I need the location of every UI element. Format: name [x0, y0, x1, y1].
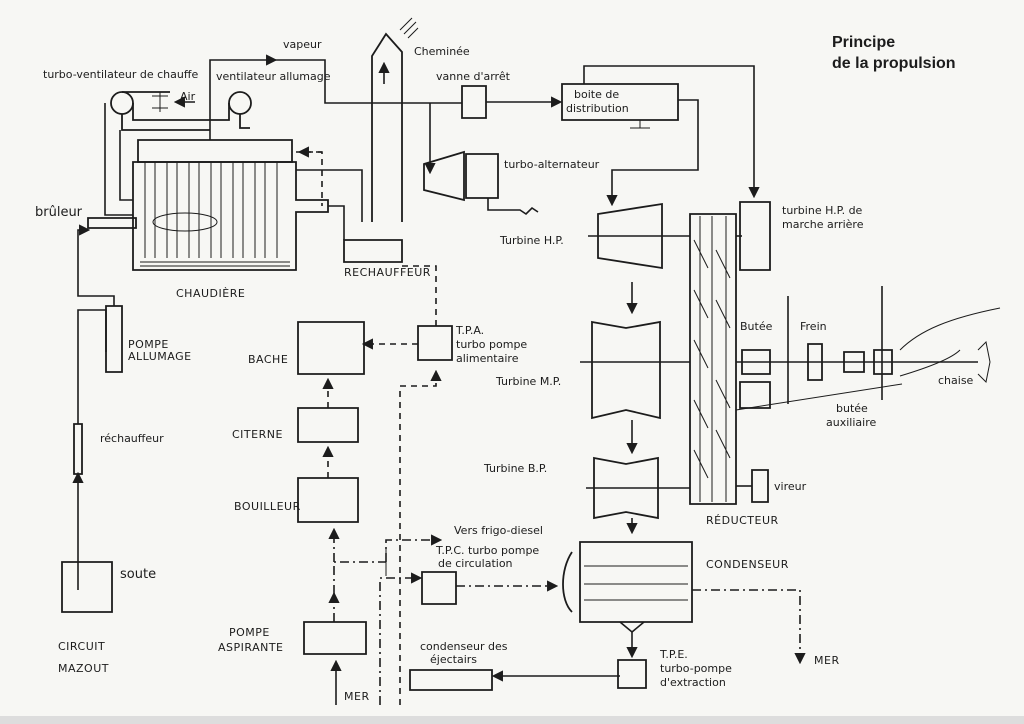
- turbine-hp-label: Turbine H.P.: [499, 234, 564, 247]
- condenseur-ejectairs: [409, 669, 493, 691]
- tpa-label2: turbo pompe: [456, 338, 527, 351]
- tpa-label1: T.P.A.: [455, 324, 484, 337]
- ventilateur-allumage-label: ventilateur allumage: [216, 70, 331, 83]
- circuit-label2: MAZOUT: [58, 662, 109, 675]
- bouilleur-label: BOUILLEUR: [234, 500, 301, 513]
- pompe-aspirante: [303, 621, 367, 655]
- soute: [61, 561, 113, 613]
- turbine-mp-label: Turbine M.P.: [495, 375, 561, 388]
- boite-distribution: [561, 83, 679, 121]
- reducteur: [689, 213, 737, 505]
- turbine-hp-ar-label2: marche arrière: [782, 218, 864, 231]
- mer-droite-label: MER: [814, 654, 840, 667]
- condenseur-ej-label1: condenseur des: [420, 640, 508, 653]
- rechauffeur-mazout: [73, 423, 83, 475]
- tpc: [421, 571, 457, 605]
- turbine-mp: [591, 320, 661, 420]
- butee-aux-label1: butée: [836, 402, 868, 415]
- turbo-ventilateur-label: turbo-ventilateur de chauffe: [43, 68, 198, 81]
- condenseur: [562, 541, 693, 634]
- butee-label: Butée: [740, 320, 773, 333]
- chaudiere: [132, 139, 329, 271]
- turbine-hp-ar-label1: turbine H.P. de: [782, 204, 863, 217]
- pompe-allumage: [105, 305, 123, 373]
- citerne-label: CITERNE: [232, 428, 283, 441]
- tpe-label3: d'extraction: [660, 676, 726, 689]
- frein-label: Frein: [800, 320, 827, 333]
- tpc-label2: de circulation: [438, 557, 513, 570]
- bouilleur: [297, 477, 359, 523]
- boite-label1: boite de: [574, 88, 619, 101]
- boite-label2: distribution: [566, 102, 629, 115]
- pompe-aspirante-label1: POMPE: [229, 626, 270, 639]
- turbine-bp: [593, 456, 659, 520]
- bache-label: BACHE: [248, 353, 288, 366]
- turbo-alternateur-label: turbo-alternateur: [504, 158, 600, 171]
- air-label: Air: [180, 90, 196, 103]
- chaise-label: chaise: [938, 374, 974, 387]
- ligne-arbre: [735, 286, 1001, 411]
- tpe-label2: turbo-pompe: [660, 662, 732, 675]
- circuit-label1: CIRCUIT: [58, 640, 105, 653]
- turbo-ventilateur: [110, 91, 252, 131]
- turbine-hp: [597, 202, 663, 270]
- tpe: [617, 659, 647, 689]
- pompe-aspirante-label2: ASPIRANTE: [218, 641, 284, 654]
- cheminee: [371, 17, 419, 222]
- bruleur: [87, 217, 137, 229]
- reducteur-label: RÉDUCTEUR: [706, 514, 779, 527]
- vanne-label: vanne d'arrêt: [436, 70, 511, 83]
- title-line2: de la propulsion: [832, 55, 956, 72]
- pompe-allumage-label1: POMPE: [128, 338, 169, 351]
- vireur: [751, 469, 769, 503]
- title-line1: Principe: [832, 34, 895, 51]
- bache: [297, 321, 365, 375]
- tpa: [417, 325, 453, 361]
- tpa-label3: alimentaire: [456, 352, 519, 365]
- turbine-hp-marche-arriere: [739, 201, 771, 271]
- rechauffeur-vapeur: [296, 169, 403, 263]
- mer-bas-label: MER: [344, 690, 370, 703]
- page-edge: [0, 716, 1024, 724]
- tpc-label1: T.P.C. turbo pompe: [435, 544, 539, 557]
- citerne: [297, 407, 359, 443]
- frigo-label: Vers frigo-diesel: [454, 524, 543, 537]
- rechauffeur-vapeur-label: RECHAUFFEUR: [344, 266, 431, 279]
- bruleur-label: brûleur: [35, 205, 83, 220]
- butee-aux-label2: auxiliaire: [826, 416, 876, 429]
- vanne-arret: [461, 85, 487, 119]
- condenseur-ej-label2: éjectairs: [430, 653, 477, 666]
- soute-label: soute: [120, 567, 156, 582]
- rechauffeur-label: réchauffeur: [100, 432, 164, 445]
- turbine-bp-label: Turbine B.P.: [483, 462, 547, 475]
- pompe-allumage-label2: ALLUMAGE: [128, 350, 192, 363]
- tpe-label1: T.P.E.: [659, 648, 688, 661]
- vireur-label: vireur: [774, 480, 807, 493]
- chaudiere-label: CHAUDIÈRE: [176, 287, 245, 300]
- turbo-alternateur: [423, 150, 539, 216]
- vapeur-label: vapeur: [283, 38, 322, 51]
- condenseur-label: CONDENSEUR: [706, 558, 789, 571]
- cheminee-label: Cheminée: [414, 45, 470, 58]
